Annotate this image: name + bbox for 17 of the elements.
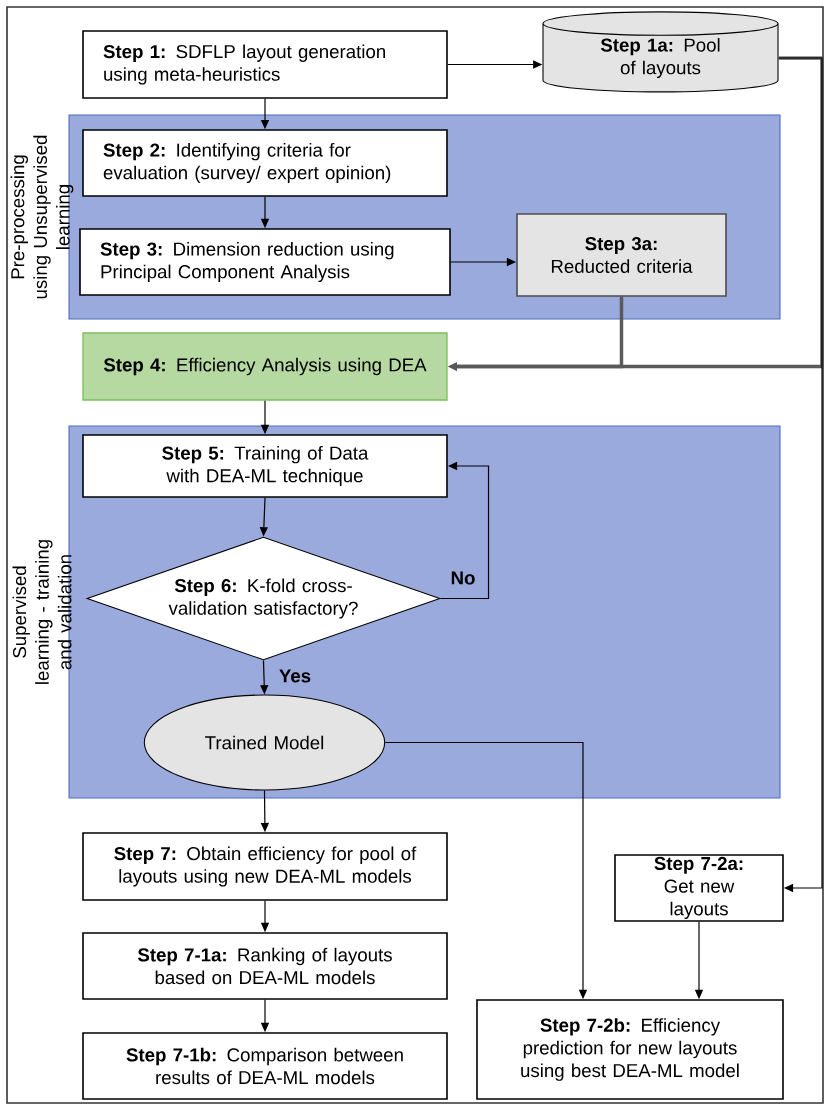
process-box: Step 2: Identifying criteria for evaluation (survey/ expert opinion) (82, 129, 448, 197)
process-box: Step 3: Dimension reduction using Principal Component Analysis (79, 228, 451, 296)
process-box: Step 4: Efficiency Analysis using DEA (82, 332, 448, 401)
process-box: Step 7-2b: Efficiency prediction for new layouts using best DEA-ML model (476, 999, 784, 1100)
process-box: Step 1: SDFLP layout generation using meta-heuristics (82, 30, 448, 99)
process-box: Step 5: Training of Data with DEA-ML technique (82, 434, 448, 498)
process-box: Step 7-1b: Comparison between results of DEA-ML models (82, 1032, 448, 1100)
edge-label: No (449, 570, 477, 586)
process-box: Step 7-2a: Get new layouts (614, 854, 784, 922)
band-label: Supervised learning - training and validation (12, 540, 72, 684)
process-box: Step 7-1a: Ranking of layouts based on DEA-ML models (82, 932, 448, 1000)
band-label: Pre-processing using Unsupervised learning (10, 135, 74, 299)
process-box: Step 3a: Reducted criteria (516, 213, 727, 297)
edge-label: Yes (277, 668, 313, 684)
process-box: Step 7: Obtain efficiency for pool of layouts using new DEA-ML models (82, 832, 448, 901)
arrow (777, 57, 823, 893)
database-cylinder: Step 1a: Pool of layouts (542, 11, 779, 93)
